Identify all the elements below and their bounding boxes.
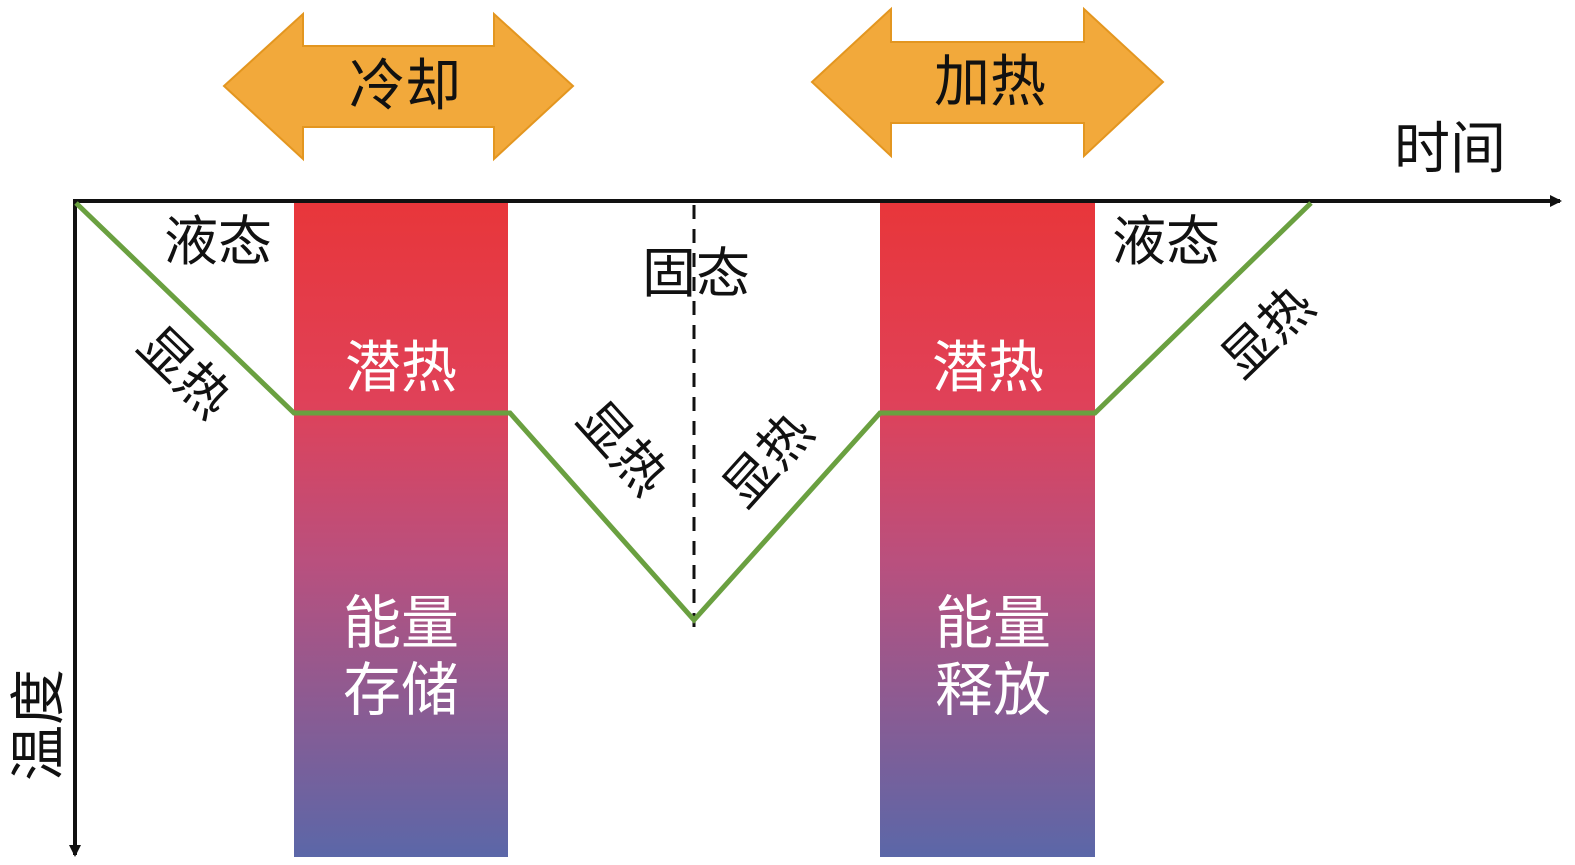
energy-storage-bar: [294, 201, 508, 857]
liquid-state-label-left: 液态: [164, 210, 272, 273]
time-axis-label: 时间: [1394, 117, 1506, 182]
temperature-axis-label: 温度: [7, 669, 72, 781]
temperature-curve: [74, 201, 1313, 624]
cooling-label: 冷却: [349, 54, 461, 119]
release-label: 释放: [935, 656, 1051, 724]
sensible-heat-label-4: 显热: [1210, 275, 1327, 390]
latent-heat-label-release: 潜热: [932, 336, 1044, 401]
latent-heat-label-storage: 潜热: [345, 336, 457, 401]
sensible-heat-label-1: 显热: [126, 315, 243, 430]
sensible-heat-label-2: 显热: [565, 390, 679, 507]
cooling-double-arrow: 冷却: [222, 11, 575, 162]
solid-state-label: 固态: [642, 242, 750, 305]
liquid-state-label-right: 液态: [1112, 210, 1220, 273]
energy-label-release: 能量: [935, 589, 1051, 657]
heating-label: 加热: [934, 50, 1046, 115]
energy-label-storage: 能量: [343, 589, 459, 657]
sensible-heat-label-3: 显热: [711, 402, 825, 519]
storage-label: 存储: [343, 656, 459, 724]
heating-double-arrow: 加热: [810, 6, 1165, 159]
energy-release-bar: [880, 201, 1095, 857]
